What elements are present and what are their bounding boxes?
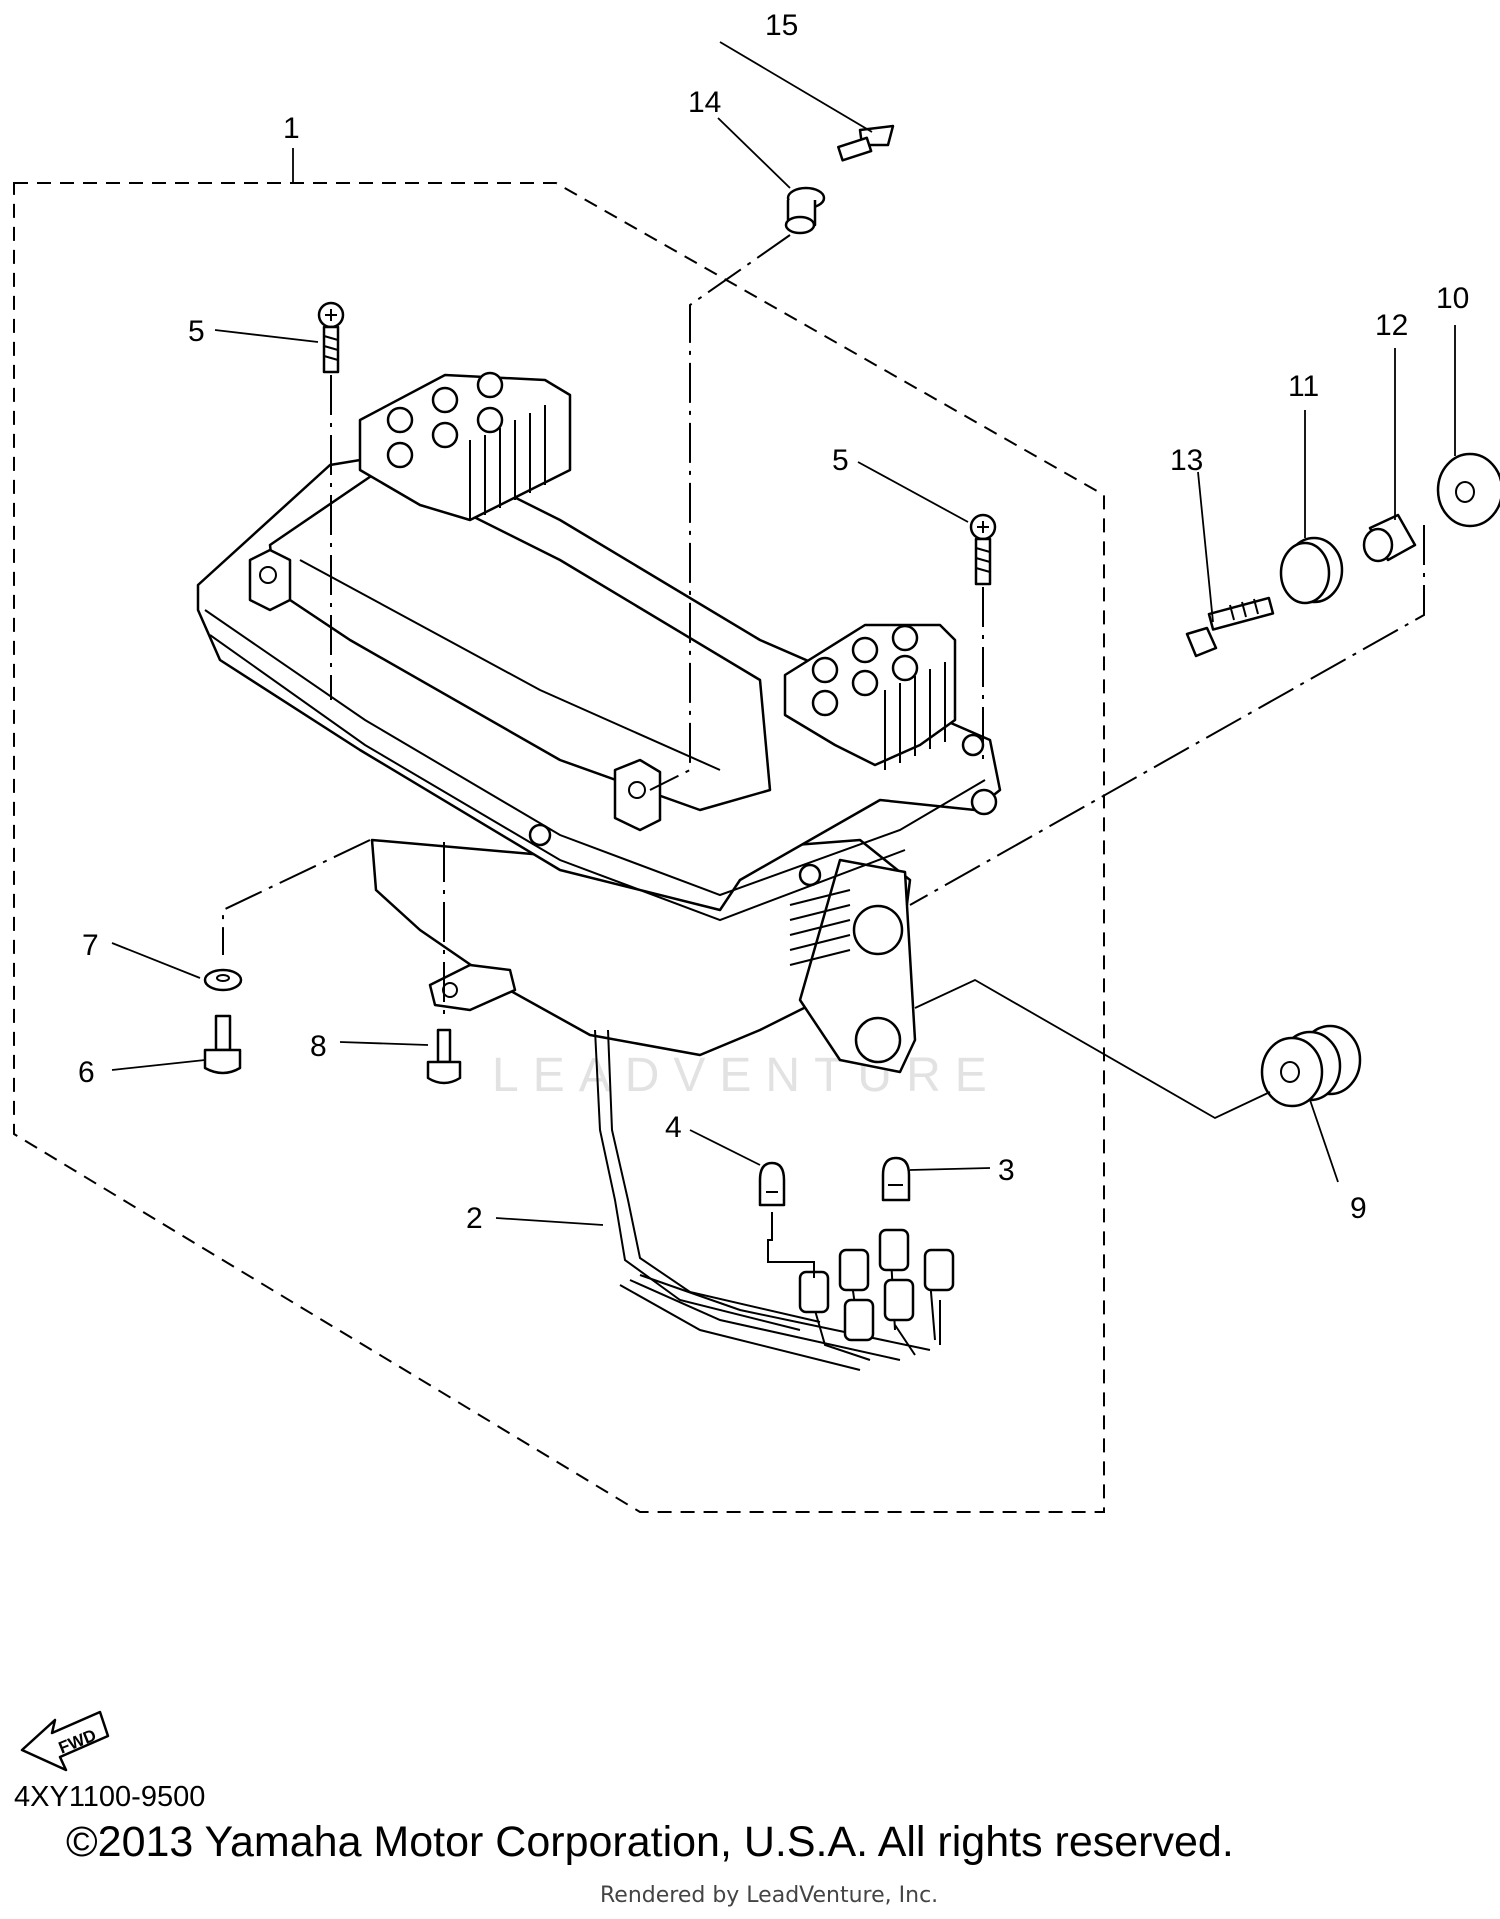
assembly-boundary: [13, 182, 1105, 1513]
callout-12: 12: [1375, 309, 1408, 342]
screw-5-left: [317, 301, 345, 374]
bulb-sockets: [798, 1228, 955, 1342]
model-code: 4XY1100-9500: [14, 1781, 206, 1813]
callout-13: 13: [1170, 444, 1203, 477]
bolt-13: [1185, 596, 1275, 658]
collar-12: [1362, 513, 1417, 563]
bolt-8: [426, 1028, 462, 1085]
meter-unit: [196, 371, 1002, 1074]
callout-10: 10: [1436, 282, 1469, 315]
rendered-by-notice: Rendered by LeadVenture, Inc.: [600, 1883, 939, 1908]
bulb-4: [758, 1161, 786, 1207]
callout-7: 7: [82, 929, 99, 962]
callout-5-right: 5: [832, 444, 849, 477]
callout-1: 1: [283, 112, 300, 145]
bolt-6: [203, 1014, 242, 1075]
callout-6: 6: [78, 1056, 95, 1089]
grommet-11: [1279, 536, 1344, 605]
copyright-notice: ©2013 Yamaha Motor Corporation, U.S.A. A…: [66, 1818, 1234, 1866]
damper-9: [1260, 1024, 1362, 1108]
grommet-14: [784, 186, 826, 235]
callout-3: 3: [998, 1154, 1015, 1187]
screw-15: [837, 124, 895, 162]
callout-2: 2: [466, 1202, 483, 1235]
callout-11: 11: [1288, 370, 1319, 403]
callout-9: 9: [1350, 1192, 1367, 1225]
callout-15: 15: [765, 9, 798, 42]
screw-5-right: [969, 513, 997, 586]
fwd-arrow-icon: FWD: [20, 1710, 110, 1772]
bulb-3: [881, 1156, 911, 1202]
collar-10: [1436, 452, 1500, 528]
callout-5-left: 5: [188, 315, 205, 348]
washer-7: [203, 968, 243, 992]
callout-14: 14: [688, 86, 721, 119]
callout-8: 8: [310, 1030, 327, 1063]
callout-4: 4: [665, 1111, 682, 1144]
